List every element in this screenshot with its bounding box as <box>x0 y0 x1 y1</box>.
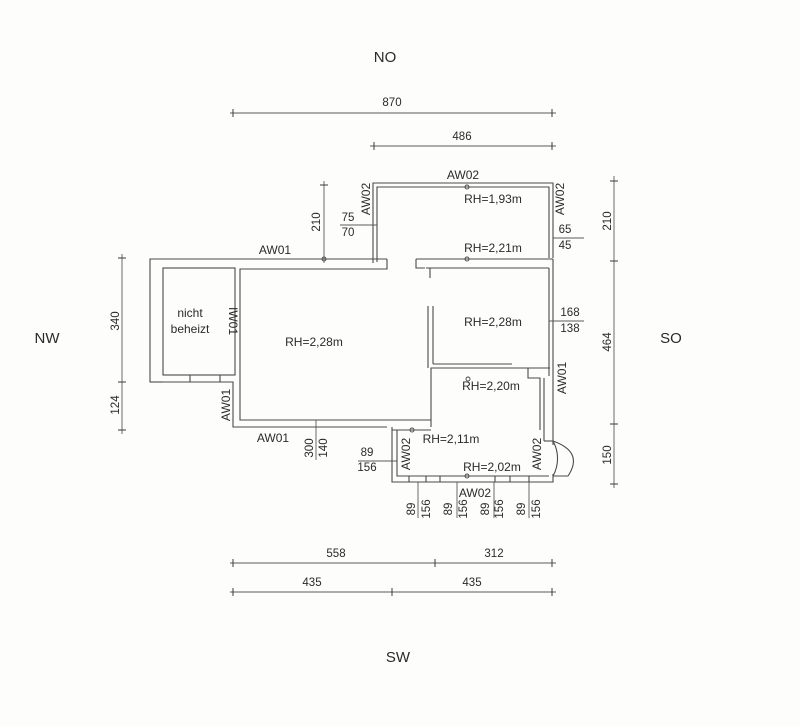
dimension-right: 210 464 150 <box>602 176 618 488</box>
dim-340: 340 <box>110 311 122 330</box>
wall-label-aw02-left-top: AW02 <box>359 183 373 216</box>
dim-156-door: 156 <box>357 462 376 474</box>
dim-210-right: 210 <box>602 211 614 230</box>
wall-label-aw02-bottom-right: AW02 <box>530 438 544 471</box>
room-height-7: RH=2,02m <box>463 460 521 474</box>
dimension-left: 340 124 <box>110 254 126 434</box>
room-height-4: RH=2,28m <box>464 315 522 329</box>
wall-label-aw02-top: AW02 <box>447 168 480 182</box>
dim-bw3-a: 89 <box>480 503 492 516</box>
room-height-1: RH=1,93m <box>464 192 522 206</box>
room-height-5: RH=2,20m <box>462 379 520 393</box>
dim-312: 312 <box>484 548 503 560</box>
dim-45: 45 <box>559 240 572 252</box>
dim-435-right: 435 <box>462 577 481 589</box>
wall-label-aw02-bottom: AW02 <box>459 486 492 500</box>
wall-label-aw01-left: AW01 <box>219 389 233 422</box>
dim-bw2-b: 156 <box>458 499 470 518</box>
dim-bw4-a: 89 <box>516 503 528 516</box>
compass-north: NO <box>374 49 397 66</box>
dim-138: 138 <box>560 323 579 335</box>
dim-464: 464 <box>602 332 614 352</box>
room-heights: RH=1,93m RH=2,21m RH=2,28m RH=2,28m RH=2… <box>285 192 522 474</box>
wall-label-iw01: IW01 <box>226 307 240 335</box>
dim-65: 65 <box>559 224 572 236</box>
wall-label-aw02-bottom-left: AW02 <box>399 438 413 471</box>
inner-dimensions: 210 75 70 65 45 168 138 300 140 89 156 8… <box>304 181 584 519</box>
dim-bw2-a: 89 <box>443 503 455 516</box>
wall-label-aw01-top: AW01 <box>259 243 292 257</box>
dim-bw1-a: 89 <box>406 503 418 516</box>
dim-140: 140 <box>318 438 330 457</box>
compass-east: SO <box>660 330 682 347</box>
dim-bw3-b: 156 <box>494 499 506 518</box>
walls <box>149 182 574 483</box>
dim-300: 300 <box>304 438 316 457</box>
wall-label-aw01-bottom: AW01 <box>257 431 290 445</box>
dim-bw4-b: 156 <box>531 499 543 518</box>
dim-bw1-b: 156 <box>421 499 433 518</box>
dim-124: 124 <box>110 395 122 415</box>
room-height-2: RH=2,21m <box>464 241 522 255</box>
dimension-bottom-row2: 435 435 <box>230 577 556 596</box>
dim-870: 870 <box>382 97 401 109</box>
dim-486: 486 <box>452 131 471 143</box>
dim-150: 150 <box>602 445 614 464</box>
compass-south: SW <box>386 649 411 666</box>
wall-label-aw01-right: AW01 <box>555 362 569 395</box>
dim-558: 558 <box>326 548 345 560</box>
wall-labels: AW02 AW02 AW02 AW01 IW01 AW01 AW01 AW01 … <box>219 168 569 500</box>
dimension-top-overall: 870 <box>230 97 556 117</box>
dim-70: 70 <box>342 227 355 239</box>
dim-168: 168 <box>560 307 579 319</box>
room-height-3: RH=2,28m <box>285 335 343 349</box>
unheated-room-label: nicht beheizt <box>171 306 210 336</box>
dim-89-door: 89 <box>361 447 374 459</box>
dimension-bottom-row1: 558 312 <box>230 548 556 567</box>
wall-label-aw02-right-top: AW02 <box>553 183 567 216</box>
unheated-line-1: nicht <box>177 306 203 320</box>
dim-435-left: 435 <box>302 577 321 589</box>
unheated-line-2: beheizt <box>171 322 210 336</box>
dim-210-left: 210 <box>311 212 323 231</box>
dim-75: 75 <box>342 212 355 224</box>
dimension-top-partial: 486 <box>370 131 556 150</box>
room-height-6: RH=2,11m <box>423 432 480 446</box>
compass-west: NW <box>35 330 61 347</box>
